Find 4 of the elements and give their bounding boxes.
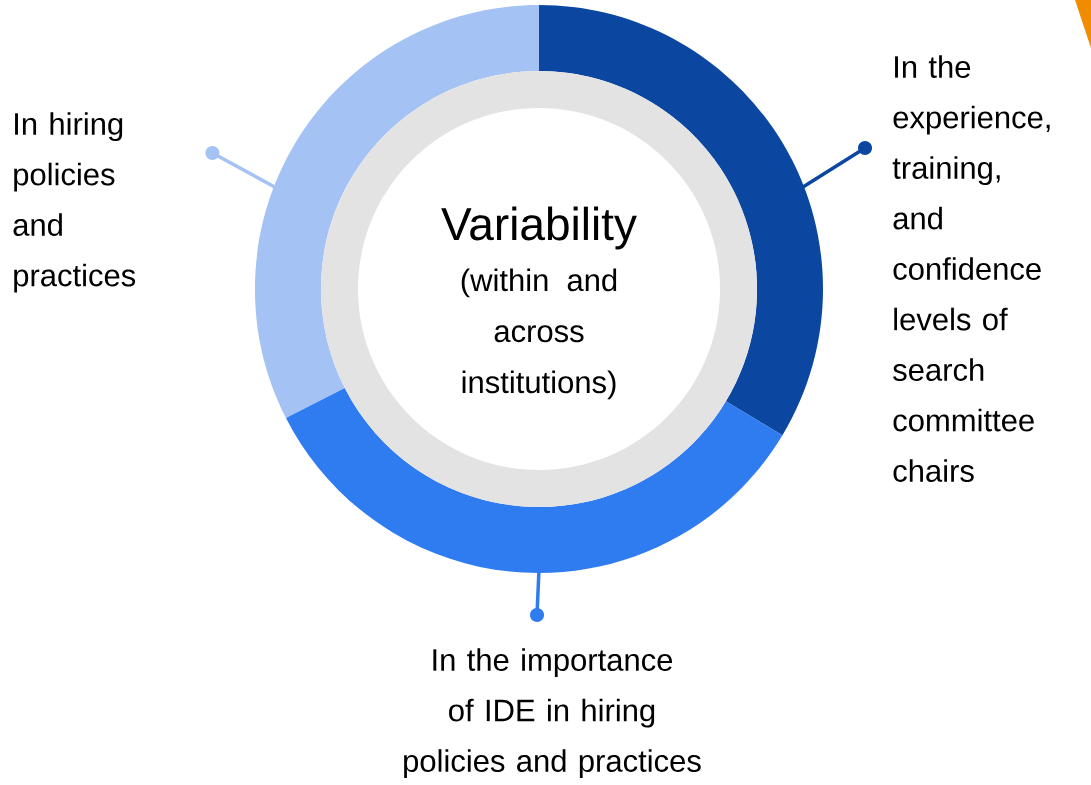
callout-text: In the experience, training, and confidence levels of search committee chairs [892,55,1050,482]
callout-text: In hiring policies and practices [13,112,136,293]
leader-line [530,569,544,622]
callout-text: In the importance of IDE in hiring policies and practices [404,648,701,779]
